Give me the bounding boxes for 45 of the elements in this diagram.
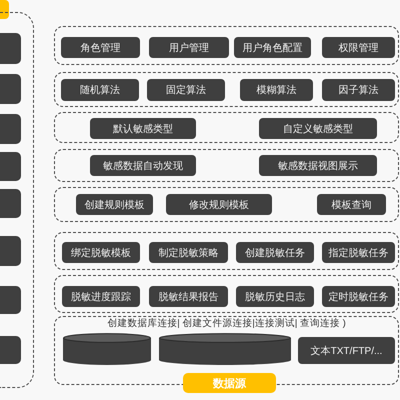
module-box: 用户管理: [149, 37, 229, 58]
dashed-group: [54, 232, 399, 270]
module-box: 用户角色配置: [234, 37, 311, 58]
database-cylinder: [159, 333, 291, 365]
dashed-group: [54, 112, 399, 143]
module-box: 固定算法: [147, 79, 225, 101]
database-cylinder: [63, 333, 151, 365]
module-box: 创建规则模板: [76, 194, 153, 215]
module-box: 模板查询: [317, 194, 386, 215]
module-box: 敏感数据视图展示: [259, 155, 377, 176]
dashed-group: [54, 187, 399, 222]
module-box: 因子算法: [322, 79, 395, 101]
module-box: 敏感数据自动发现: [90, 155, 196, 176]
side-block: [0, 236, 21, 266]
dashed-group: [54, 72, 399, 107]
module-box: 脱敏结果报告: [149, 286, 228, 307]
side-block: [0, 114, 21, 144]
group-heading: 创建数据库连接| 创建文件源连接|连接测试| 查询连接 ): [107, 318, 346, 330]
section-tag: [0, 0, 9, 19]
module-box: 定时脱敏任务: [322, 286, 395, 307]
side-block: [0, 33, 21, 64]
module-box: 文本TXT/FTP/...: [298, 337, 395, 364]
dashed-panel: [0, 12, 34, 388]
module-box: 脱敏历史日志: [236, 286, 314, 307]
module-box: 修改规则模板: [166, 194, 272, 215]
dashed-group: [54, 149, 399, 182]
module-box: 角色管理: [61, 37, 140, 58]
side-block: [0, 286, 21, 314]
module-box: 默认敏感类型: [90, 118, 196, 139]
module-box: 创建脱敏任务: [236, 242, 314, 263]
module-box: 随机算法: [61, 79, 139, 101]
module-box: 绑定脱敏模板: [62, 242, 140, 263]
module-box: 指定脱敏任务: [322, 242, 395, 263]
module-box: 模糊算法: [240, 79, 313, 101]
side-block: [0, 336, 21, 364]
module-box: 自定义敏感类型: [259, 118, 377, 139]
module-box: 脱敏进度跟踪: [62, 286, 140, 307]
side-block: [0, 152, 21, 181]
module-box: 制定脱敏策略: [149, 242, 228, 263]
module-box: 权限管理: [322, 37, 395, 58]
side-block: [0, 74, 21, 104]
dashed-group: [54, 275, 399, 313]
dashed-group: [54, 26, 399, 65]
side-block: [0, 189, 21, 218]
section-tag: 数据源: [183, 373, 276, 393]
